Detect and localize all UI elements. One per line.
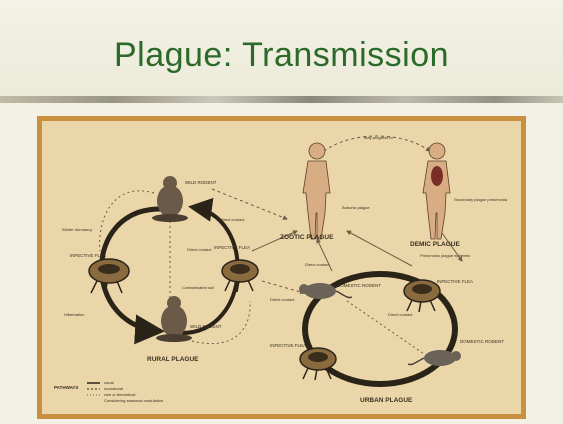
flea-bottom-icon bbox=[300, 348, 336, 380]
wild-rodent-bottom-icon bbox=[156, 296, 192, 342]
diagram-frame: ZOOTIC PLAGUE DEMIC PLAGUE RURAL PLAGUE … bbox=[37, 116, 526, 419]
label-infective-flea-bottom: INFECTIVE FLEA bbox=[270, 343, 306, 348]
label-pneumonic-plague: Pneumonic plague epidemic bbox=[420, 253, 470, 258]
legend-item: Considering seasonal modulation bbox=[104, 398, 163, 403]
label-infective-flea-right: INFECTIVE FLEA bbox=[437, 279, 473, 284]
arrow-rural-to-urban bbox=[262, 281, 304, 293]
label-winter-dormancy: Winter dormancy bbox=[62, 227, 92, 232]
label-urban-plague: URBAN PLAGUE bbox=[360, 397, 413, 404]
plague-transmission-diagram: ZOOTIC PLAGUE DEMIC PLAGUE RURAL PLAGUE … bbox=[42, 121, 521, 414]
label-wild-rodent-top: WILD RODENT bbox=[185, 180, 217, 185]
label-hibernation: Hibernation bbox=[64, 312, 84, 317]
label-direct-contact: Direct contact bbox=[220, 217, 245, 222]
label-secondary-plague: Secondary plague pneumonia bbox=[454, 197, 508, 202]
rural-cycle-dotted bbox=[192, 301, 250, 344]
domestic-rodent-right-icon bbox=[408, 350, 461, 366]
label-may-progress: May progress to bbox=[364, 135, 393, 140]
arrow-wild-to-zootic bbox=[212, 189, 287, 219]
wild-rodent-top-icon bbox=[152, 176, 188, 222]
label-direct-contact: Direct contact bbox=[305, 262, 330, 267]
label-domestic-rodent-right: DOMESTIC RODENT bbox=[460, 339, 504, 344]
legend-item: occasional bbox=[104, 386, 123, 391]
label-direct-contact: Direct contact bbox=[187, 247, 212, 252]
slide-title: Plague: Transmission bbox=[0, 36, 563, 75]
legend-item: rare or theoretical bbox=[104, 392, 135, 397]
arrow-cross-urban bbox=[347, 301, 427, 356]
legend-item: usual bbox=[104, 380, 114, 385]
label-demic-plague: DEMIC PLAGUE bbox=[410, 241, 461, 248]
header-divider bbox=[0, 96, 563, 103]
flea-right-icon bbox=[404, 280, 440, 312]
diagram-canvas: ZOOTIC PLAGUE DEMIC PLAGUE RURAL PLAGUE … bbox=[42, 121, 521, 414]
human-figure-bubonic bbox=[303, 143, 330, 239]
label-contaminated-soil: Contaminated soil bbox=[182, 285, 214, 290]
label-infective-flea-left: INFECTIVE FLEA bbox=[70, 253, 106, 258]
label-direct-contact: Direct contact bbox=[270, 297, 295, 302]
label-direct-contact: Direct contact bbox=[388, 312, 413, 317]
label-domestic-rodent-mid: DOMESTIC RODENT bbox=[337, 283, 381, 288]
arrow-flea-right-to-zootic bbox=[347, 231, 412, 266]
slide-header: Plague: Transmission bbox=[0, 0, 563, 96]
label-zootic-plague: ZOOTIC PLAGUE bbox=[280, 234, 334, 241]
flea-left-icon bbox=[89, 259, 129, 295]
label-wild-rodent-bottom: WILD RODENT bbox=[190, 324, 222, 329]
label-bubonic-plague: Bubonic plague bbox=[342, 205, 370, 210]
human-figure-pneumonic bbox=[423, 143, 450, 239]
label-rural-plague: RURAL PLAGUE bbox=[147, 356, 199, 363]
label-infective-flea-mid: INFECTIVE FLEA bbox=[214, 245, 250, 250]
flea-mid-icon bbox=[222, 260, 258, 292]
legend-title: PATHWAYS bbox=[54, 385, 78, 390]
